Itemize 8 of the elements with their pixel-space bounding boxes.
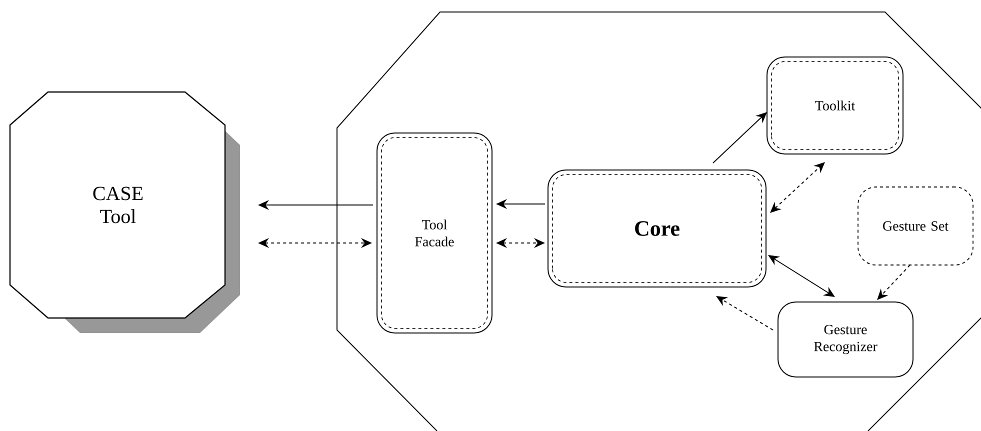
component-box: Gesture Recognizer [778, 302, 914, 378]
arrow [712, 112, 767, 164]
component-box: Tool Facade [376, 132, 492, 334]
arrow [877, 264, 911, 300]
component-box: Core [548, 170, 767, 288]
component-box: Gesture Set [858, 186, 974, 266]
octagon-block: CASE Tool [9, 91, 240, 333]
component-box: Toolkit [766, 56, 904, 154]
